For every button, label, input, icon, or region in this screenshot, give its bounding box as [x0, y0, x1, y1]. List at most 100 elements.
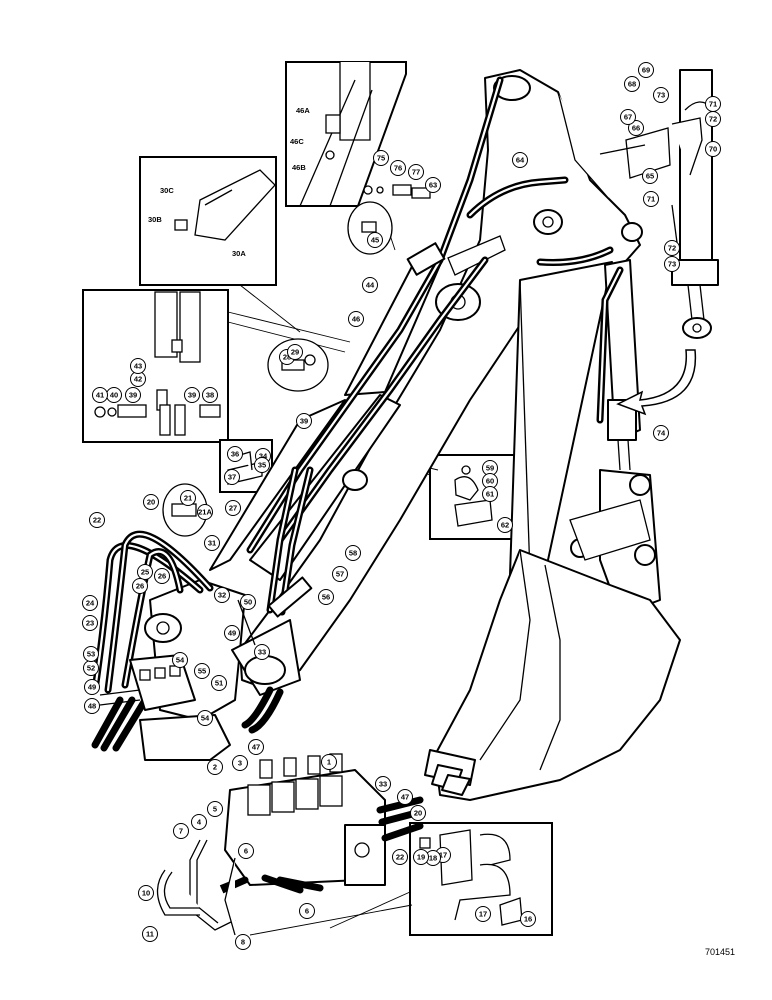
svg-text:6: 6 — [244, 847, 248, 856]
svg-text:77: 77 — [412, 168, 420, 177]
svg-text:20: 20 — [147, 498, 155, 507]
svg-text:35: 35 — [258, 461, 266, 470]
callout-72b: 72 — [664, 240, 680, 256]
callout-2: 2 — [207, 759, 223, 775]
svg-text:57: 57 — [336, 570, 344, 579]
svg-text:56: 56 — [322, 593, 330, 602]
callout-47: 47 — [248, 739, 264, 755]
svg-text:26: 26 — [136, 582, 144, 591]
swing-hoses — [91, 530, 284, 752]
callout-67: 67 — [620, 109, 636, 125]
svg-text:40: 40 — [110, 391, 118, 400]
callout-71b: 71 — [643, 191, 659, 207]
svg-text:23: 23 — [86, 619, 94, 628]
callout-5: 5 — [207, 801, 223, 817]
callout-61: 61 — [482, 486, 498, 502]
svg-text:49: 49 — [88, 683, 96, 692]
svg-text:66: 66 — [632, 124, 640, 133]
svg-text:43: 43 — [134, 362, 142, 371]
label-46c: 46C — [290, 137, 304, 146]
callout-37: 37 — [224, 469, 240, 485]
callout-64: 64 — [512, 152, 528, 168]
svg-text:49: 49 — [228, 629, 236, 638]
bucket-cylinder-exploded — [599, 69, 719, 416]
callout-51: 51 — [211, 675, 227, 691]
callout-69: 69 — [638, 62, 654, 78]
svg-text:41: 41 — [96, 391, 104, 400]
svg-text:22: 22 — [93, 516, 101, 525]
callout-75: 75 — [373, 150, 389, 166]
svg-text:39: 39 — [188, 391, 196, 400]
svg-text:54: 54 — [201, 714, 210, 723]
svg-text:72: 72 — [709, 115, 717, 124]
svg-text:55: 55 — [198, 667, 206, 676]
callout-53: 53 — [83, 646, 99, 662]
svg-text:58: 58 — [349, 549, 357, 558]
callout-19: 19 — [413, 849, 429, 865]
svg-text:52: 52 — [87, 664, 95, 673]
callout-11: 11 — [142, 926, 158, 942]
callout-56: 56 — [318, 589, 334, 605]
callout-57: 57 — [332, 566, 348, 582]
svg-text:63: 63 — [429, 181, 437, 190]
svg-text:27: 27 — [229, 504, 237, 513]
callout-66: 66 — [628, 120, 644, 136]
svg-text:25: 25 — [141, 568, 149, 577]
inset-contents — [94, 62, 523, 926]
callout-26: 26 — [132, 578, 148, 594]
svg-text:20: 20 — [414, 809, 422, 818]
callout-76: 76 — [390, 160, 406, 176]
svg-text:3: 3 — [238, 759, 242, 768]
swivel-block — [99, 654, 196, 711]
svg-text:72: 72 — [668, 244, 676, 253]
callout-62: 62 — [497, 517, 513, 533]
callout-33: 33 — [254, 644, 270, 660]
svg-text:7: 7 — [179, 827, 183, 836]
svg-text:4: 4 — [197, 818, 202, 827]
svg-text:1: 1 — [327, 758, 331, 767]
svg-text:61: 61 — [486, 490, 494, 499]
callout-38: 38 — [202, 387, 218, 403]
svg-text:47: 47 — [252, 743, 260, 752]
svg-text:67: 67 — [624, 113, 632, 122]
callout-39b: 39 — [184, 387, 200, 403]
svg-text:46: 46 — [352, 315, 360, 324]
svg-text:69: 69 — [642, 66, 650, 75]
svg-text:70: 70 — [709, 145, 717, 154]
svg-text:22: 22 — [396, 853, 404, 862]
callout-27: 27 — [225, 500, 241, 516]
svg-text:34: 34 — [259, 452, 268, 461]
svg-text:31: 31 — [208, 539, 216, 548]
svg-text:19: 19 — [417, 853, 425, 862]
callout-71: 71 — [705, 96, 721, 112]
svg-text:10: 10 — [142, 889, 150, 898]
callout-21: 21 — [180, 490, 196, 506]
svg-text:73: 73 — [668, 260, 676, 269]
callout-16: 16 — [520, 911, 536, 927]
svg-text:39: 39 — [300, 417, 308, 426]
svg-text:39: 39 — [129, 391, 137, 400]
svg-text:74: 74 — [657, 429, 666, 438]
callout-49b: 49 — [224, 625, 240, 641]
svg-text:53: 53 — [87, 650, 95, 659]
svg-text:24: 24 — [86, 599, 95, 608]
callout-6: 6 — [238, 843, 254, 859]
svg-text:64: 64 — [516, 156, 525, 165]
svg-text:17: 17 — [439, 851, 447, 860]
svg-text:29: 29 — [291, 348, 299, 357]
svg-text:47: 47 — [401, 793, 409, 802]
callout-41: 41 — [92, 387, 108, 403]
callout-7: 7 — [173, 823, 189, 839]
bucket-cylinder — [596, 259, 641, 471]
callout-1: 1 — [321, 754, 337, 770]
callout-54: 54 — [172, 652, 188, 668]
callout-26b: 26 — [154, 568, 170, 584]
callout-23: 23 — [82, 615, 98, 631]
svg-text:2: 2 — [213, 763, 217, 772]
svg-text:73: 73 — [657, 91, 665, 100]
svg-text:54: 54 — [176, 656, 185, 665]
callout-10: 10 — [138, 885, 154, 901]
svg-text:5: 5 — [213, 805, 217, 814]
callout-44: 44 — [362, 277, 378, 293]
